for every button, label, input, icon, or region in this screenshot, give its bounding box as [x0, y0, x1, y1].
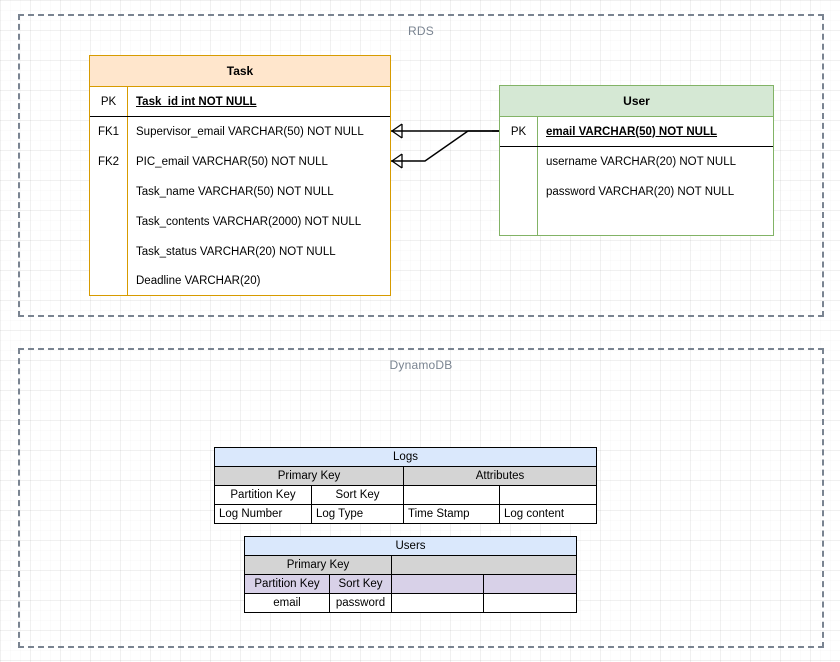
table-row[interactable]: Task_status VARCHAR(20) NOT NULL [90, 237, 390, 267]
attr-key-badge [90, 177, 128, 207]
key-header [403, 485, 500, 505]
dynamo-table-logs[interactable]: Logs Primary Key Attributes Partition Ke… [214, 447, 597, 524]
relationship-pic-email[interactable] [391, 130, 499, 169]
attr-name: Supervisor_email VARCHAR(50) NOT NULL [136, 126, 364, 138]
attr-key-badge [500, 177, 538, 207]
region-rds: RDS [18, 14, 824, 317]
group-header: Primary Key [244, 555, 392, 575]
table-row[interactable]: FK1 Supervisor_email VARCHAR(50) NOT NUL… [90, 117, 390, 147]
attr-name: Task_name VARCHAR(50) NOT NULL [136, 186, 334, 198]
region-dynamodb-label: DynamoDB [389, 358, 453, 372]
attr-key-badge: PK [500, 117, 538, 146]
attr-name: password VARCHAR(20) NOT NULL [546, 186, 735, 198]
entity-user-title: User [500, 86, 773, 117]
table-row[interactable]: Deadline VARCHAR(20) [90, 267, 390, 295]
attr-key-badge: PK [90, 87, 128, 116]
attr-key-badge [90, 237, 128, 267]
key-header [499, 485, 597, 505]
table-row-title: Users [243, 536, 578, 556]
entity-task-body: PK Task_id int NOT NULL FK1 Supervisor_e… [90, 87, 390, 295]
attr-key-badge: FK1 [90, 117, 128, 147]
key-header: Partition Key [244, 574, 330, 594]
dynamo-table-users-title: Users [243, 536, 578, 556]
region-rds-label: RDS [408, 24, 434, 38]
cell-value [391, 593, 484, 613]
cell-value [482, 593, 578, 613]
table-row[interactable]: Log Number Log Type Time Stamp Log conte… [214, 504, 597, 524]
attr-name: email VARCHAR(50) NOT NULL [546, 125, 718, 138]
key-header-empty [391, 574, 484, 594]
table-row[interactable]: email password [244, 593, 578, 613]
crowsfoot-many-icon [391, 123, 403, 139]
table-row[interactable]: PK Task_id int NOT NULL [90, 87, 390, 117]
attr-name: Task_contents VARCHAR(2000) NOT NULL [136, 216, 362, 228]
attr-name: username VARCHAR(20) NOT NULL [546, 156, 737, 168]
table-row-groups: Primary Key Attributes [214, 466, 597, 486]
table-row-groups: Primary Key [244, 555, 578, 575]
table-row-title: Logs [214, 447, 597, 467]
attr-name: Task_id int NOT NULL [136, 95, 257, 108]
table-row[interactable]: FK2 PIC_email VARCHAR(50) NOT NULL [90, 147, 390, 177]
attr-key-badge: FK2 [90, 147, 128, 177]
cell-value: password [329, 593, 392, 613]
attr-name: PIC_email VARCHAR(50) NOT NULL [136, 156, 328, 168]
cell-value: Log Type [311, 504, 404, 524]
table-row[interactable]: Task_name VARCHAR(50) NOT NULL [90, 177, 390, 207]
cell-value: Log content [499, 504, 597, 524]
table-row[interactable]: PK email VARCHAR(50) NOT NULL [500, 117, 773, 147]
group-header-empty [390, 555, 578, 575]
cell-value: email [244, 593, 330, 613]
region-dynamodb: DynamoDB [18, 348, 824, 648]
table-row-key-headers: Partition Key Sort Key [214, 485, 597, 505]
table-row[interactable]: password VARCHAR(20) NOT NULL [500, 177, 773, 207]
group-header: Attributes [403, 466, 597, 486]
key-header-empty [482, 574, 578, 594]
key-header: Partition Key [214, 485, 312, 505]
attr-key-badge [90, 207, 128, 237]
dynamo-table-logs-title: Logs [214, 447, 597, 467]
dynamo-table-users[interactable]: Users Primary Key Partition Key Sort Key… [243, 536, 578, 613]
attr-key-badge [500, 147, 538, 177]
entity-user[interactable]: User PK email VARCHAR(50) NOT NULL usern… [499, 85, 774, 236]
crowsfoot-many-icon [391, 153, 403, 169]
attr-name: Task_status VARCHAR(20) NOT NULL [136, 246, 336, 258]
entity-user-body: PK email VARCHAR(50) NOT NULL username V… [500, 117, 773, 235]
cell-value: Time Stamp [403, 504, 500, 524]
table-row[interactable]: username VARCHAR(20) NOT NULL [500, 147, 773, 177]
entity-task-title: Task [90, 56, 390, 87]
cell-value: Log Number [214, 504, 312, 524]
key-header: Sort Key [311, 485, 404, 505]
table-row-empty [500, 207, 773, 235]
attr-key-badge [500, 207, 538, 235]
table-row[interactable]: Task_contents VARCHAR(2000) NOT NULL [90, 207, 390, 237]
attr-key-badge [90, 267, 128, 295]
group-header: Primary Key [214, 466, 404, 486]
attr-name: Deadline VARCHAR(20) [136, 275, 261, 287]
entity-task[interactable]: Task PK Task_id int NOT NULL FK1 Supervi… [89, 55, 391, 296]
table-row-key-headers: Partition Key Sort Key [244, 574, 578, 594]
key-header: Sort Key [329, 574, 392, 594]
